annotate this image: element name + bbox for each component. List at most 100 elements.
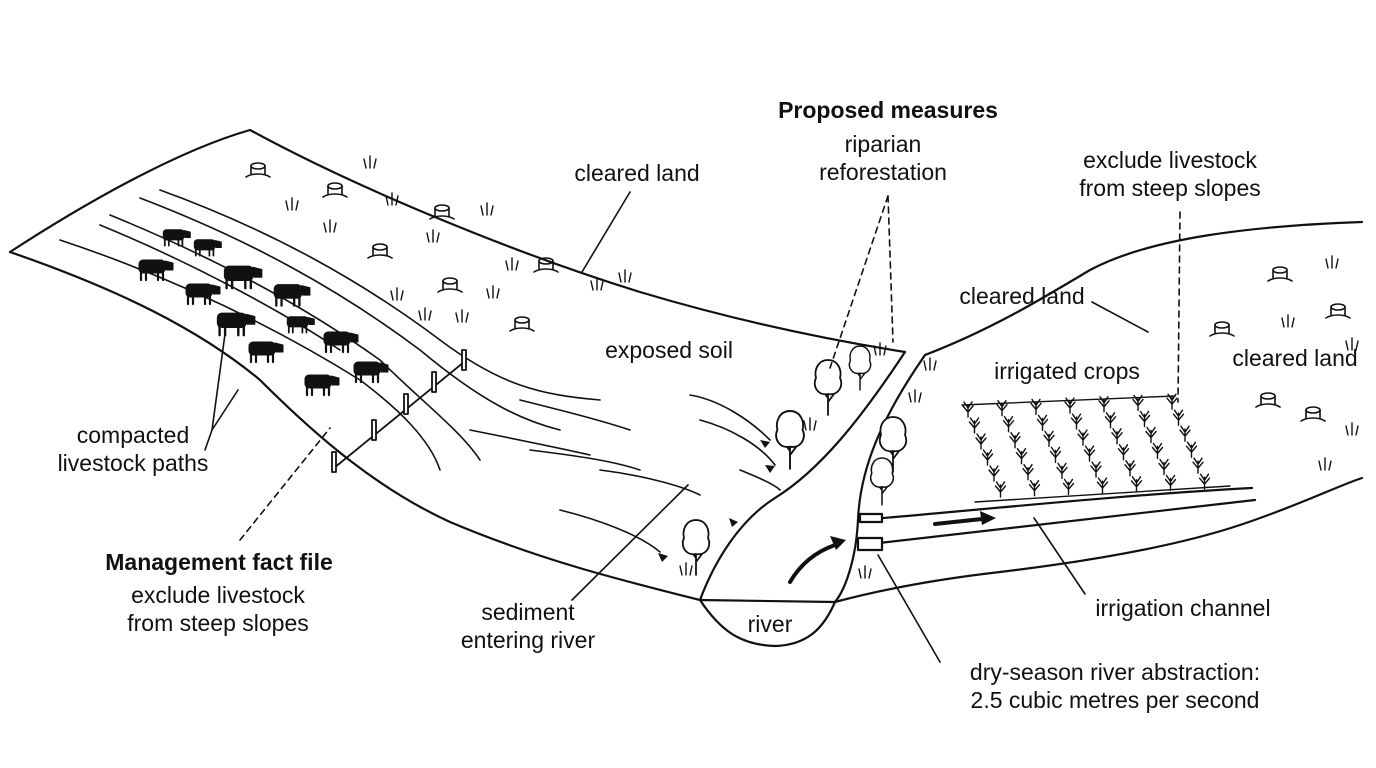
flow-arrow-icon xyxy=(980,511,996,525)
crop-plant-icon xyxy=(1096,477,1109,494)
irrigated-crop-field xyxy=(961,393,1231,503)
crop-plant-icon xyxy=(1117,444,1130,461)
crop-plant-icon xyxy=(1179,425,1191,442)
cow-icon xyxy=(353,361,389,384)
grass-tuft-icon xyxy=(1345,422,1359,436)
proposed-measures-heading: Proposed measures xyxy=(778,97,998,123)
grass-tuft-icon xyxy=(679,562,693,576)
crop-plant-icon xyxy=(1164,474,1177,492)
grass-tuft-icon xyxy=(390,287,404,301)
exposed-soil-label: exposed soil xyxy=(605,337,733,363)
grass-tuft-icon xyxy=(418,307,432,321)
crop-plant-icon xyxy=(1145,426,1157,444)
cows xyxy=(138,229,389,397)
grass-tuft-icon xyxy=(803,417,817,431)
fence-post-icon xyxy=(331,451,337,473)
flow-arrow-icon xyxy=(830,536,846,550)
tree-stump-icon xyxy=(429,204,455,220)
crop-plant-icon xyxy=(1009,432,1021,449)
crop-plant-icon xyxy=(1098,396,1110,413)
flow-arrowheads xyxy=(658,440,775,562)
crop-plant-icon xyxy=(1036,414,1049,432)
tree-stump-icon xyxy=(245,162,271,178)
fence-post-icon xyxy=(403,393,409,415)
grass-tuft-icon xyxy=(618,269,632,283)
crop-plant-icon xyxy=(1056,462,1068,480)
crop-plant-icon xyxy=(1138,410,1151,428)
crop-plant-icon xyxy=(1028,480,1041,497)
crop-plant-icon xyxy=(1111,428,1123,445)
channel-flow-arrow xyxy=(933,517,984,526)
tree-icon xyxy=(681,519,711,576)
cleared-land-right-label: cleared land xyxy=(1232,345,1358,371)
grass-tuft-icon xyxy=(285,197,299,211)
grass-tuft-icon xyxy=(426,229,440,243)
sediment-runoff-lines xyxy=(469,394,781,553)
irrigated-crops-label: irrigated crops xyxy=(994,358,1140,384)
cow-icon xyxy=(162,229,191,247)
crop-plant-icon xyxy=(994,481,1007,498)
crop-plant-icon xyxy=(981,449,994,466)
crop-plant-icon xyxy=(988,465,1000,482)
cow-icon xyxy=(273,284,311,307)
tree-icon xyxy=(813,359,843,416)
irrigation-channel-lines xyxy=(858,486,1257,546)
cow-icon xyxy=(138,259,174,282)
cow-icon xyxy=(304,374,340,397)
grass-tuft-icon xyxy=(505,257,519,271)
flow-arrow-icon xyxy=(729,518,738,527)
grass-tuft-icon xyxy=(385,192,399,206)
crop-plant-icon xyxy=(1158,458,1170,476)
tree-stump-icon xyxy=(1209,321,1235,337)
leader-lines xyxy=(204,191,1149,663)
grass-tuft-icon xyxy=(1281,314,1295,328)
crop-plant-icon xyxy=(1185,441,1198,458)
crop-plant-icon xyxy=(1090,461,1102,478)
right-plateau-base xyxy=(833,476,1364,604)
tree-stump-icon xyxy=(533,257,559,273)
cow-icon xyxy=(248,341,284,364)
crop-plant-icon xyxy=(1172,409,1185,426)
crop-field-bottom-edge xyxy=(974,485,1231,503)
crop-plant-icon xyxy=(1002,416,1015,433)
crop-plant-icon xyxy=(1130,476,1143,493)
crop-plant-icon xyxy=(1015,448,1028,465)
crop-plant-icon xyxy=(1124,460,1136,477)
grass-tuft-icon xyxy=(858,565,872,579)
tree-icon xyxy=(870,457,894,506)
crop-field-top-edge xyxy=(961,395,1176,406)
fence-post-icon xyxy=(431,371,437,393)
cow-icon xyxy=(185,283,221,306)
fence-post-icon xyxy=(371,419,377,441)
crop-plant-icon xyxy=(1022,464,1034,481)
grass-tuft-icon xyxy=(1325,255,1339,269)
cleared-land-left-label: cleared land xyxy=(574,160,700,186)
grass-tuft-icon xyxy=(363,155,377,169)
crop-plant-icon xyxy=(1062,478,1075,496)
fence-post-icon xyxy=(461,349,467,371)
crop-plant-icon xyxy=(1043,430,1055,448)
right-riverbank xyxy=(833,353,927,604)
grass-tuft-icon xyxy=(323,219,337,233)
crop-plant-icon xyxy=(1151,442,1164,460)
tree-stump-icon xyxy=(322,182,348,198)
tree-stumps xyxy=(245,162,1351,422)
cow-icon xyxy=(223,265,263,290)
irrigation-channel-label: irrigation channel xyxy=(1095,595,1271,621)
grass-tuft-icon xyxy=(908,389,922,403)
tree-stump-icon xyxy=(1325,303,1351,319)
crop-plant-icon xyxy=(1104,412,1117,429)
grass-tuft-icon xyxy=(923,357,937,371)
flow-arrow-icon xyxy=(760,440,770,448)
right-plateau-outline xyxy=(923,220,1364,357)
abstraction-label: dry-season river abstraction:2.5 cubic m… xyxy=(969,659,1261,713)
grass-tuft-icon xyxy=(1345,337,1359,351)
tree-stump-icon xyxy=(1255,392,1281,408)
fence xyxy=(331,349,467,473)
